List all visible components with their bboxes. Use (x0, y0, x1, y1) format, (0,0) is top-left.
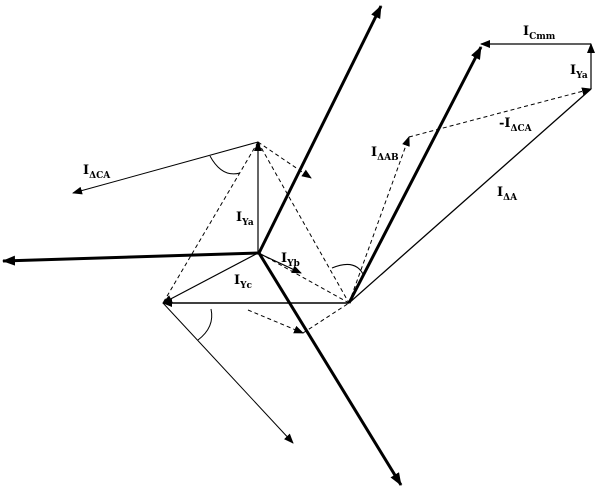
angle-arc-center-right (331, 263, 365, 277)
phasor-i-delta-ca (72, 141, 259, 195)
label-i-delta-a: IΔA (497, 185, 518, 203)
phasor-iyb (257, 252, 302, 274)
phasor-thick-down (257, 252, 403, 486)
phasor-lower-left (162, 302, 294, 444)
label-iya-right: IYa (570, 63, 588, 81)
triangle-edge-to-center (258, 252, 350, 304)
helper-top-right (257, 141, 312, 179)
label-neg-i-delta-ca: -IΔCA (499, 116, 533, 134)
label-i-c-sum: ICmm (523, 24, 556, 42)
triangle-edge-left (162, 141, 259, 304)
helper-bottom-small (247, 309, 304, 334)
helper-bottom-link (302, 302, 350, 334)
phasor-neg-i-delta-ca (408, 87, 592, 138)
label-iyb: IYb (281, 251, 300, 269)
phasor-i-delta-ab (348, 136, 410, 304)
phasor-thick-right (347, 46, 483, 304)
label-i-delta-ca: IΔCA (83, 163, 111, 181)
phasor-thick-up (257, 5, 383, 254)
angle-arc-bottom-left (197, 308, 213, 341)
angle-arc-top (209, 155, 241, 175)
label-iya-center: IYa (236, 210, 254, 228)
phasor-thick-left (2, 251, 260, 266)
triangle-edge-right (257, 141, 350, 304)
phasor-iyc (162, 252, 259, 304)
label-iyc: IYc (234, 273, 253, 291)
phasor-i-delta-a (348, 88, 592, 304)
label-i-delta-ab: IΔAB (371, 145, 399, 163)
